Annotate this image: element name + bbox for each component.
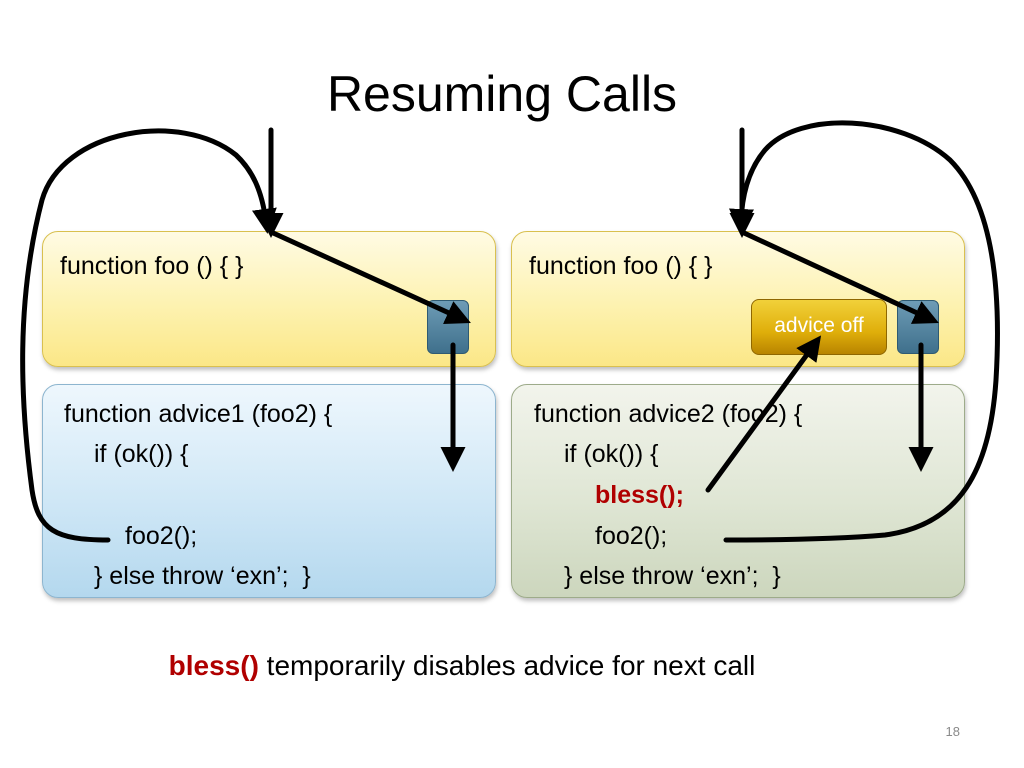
arrow-right-resume-loop [723, 120, 1000, 543]
advice-off-button[interactable]: advice off [751, 299, 887, 355]
advice2-box: function advice2 (foo2) { if (ok()) { bl… [511, 384, 965, 598]
advice2-if-line: if (ok()) { [564, 440, 659, 468]
page-number: 18 [945, 724, 960, 739]
advice1-else-line: } else throw ‘exn’; } [94, 562, 311, 590]
arrow-right-foo-to-stub [739, 229, 939, 324]
foo-header-left: function foo () { } [60, 252, 244, 280]
footer-caption: bless() temporarily disables advice for … [0, 648, 924, 684]
advice1-foo2-call: foo2(); [125, 522, 198, 550]
advice1-box: function advice1 (foo2) { if (ok()) { fo… [42, 384, 496, 598]
foo-header-right: function foo () { } [529, 252, 713, 280]
advice1-if-line: if (ok()) { [94, 440, 189, 468]
arrow-left-foo-to-stub [268, 229, 471, 324]
arrow-right-bless-to-button [705, 335, 822, 493]
advice2-else-line: } else throw ‘exn’; } [564, 562, 781, 590]
advice2-foo2-call: foo2(); [595, 522, 668, 550]
arrow-left-resume-loop [20, 128, 277, 543]
advice2-signature: function advice2 (foo2) { [534, 400, 803, 428]
advice2-bless-call: bless(); [595, 481, 684, 509]
footer-keyword: bless() [168, 650, 259, 681]
footer-text: temporarily disables advice for next cal… [258, 650, 756, 681]
advice1-signature: function advice1 (foo2) { [64, 400, 333, 428]
slide-title: Resuming Calls [326, 66, 678, 122]
